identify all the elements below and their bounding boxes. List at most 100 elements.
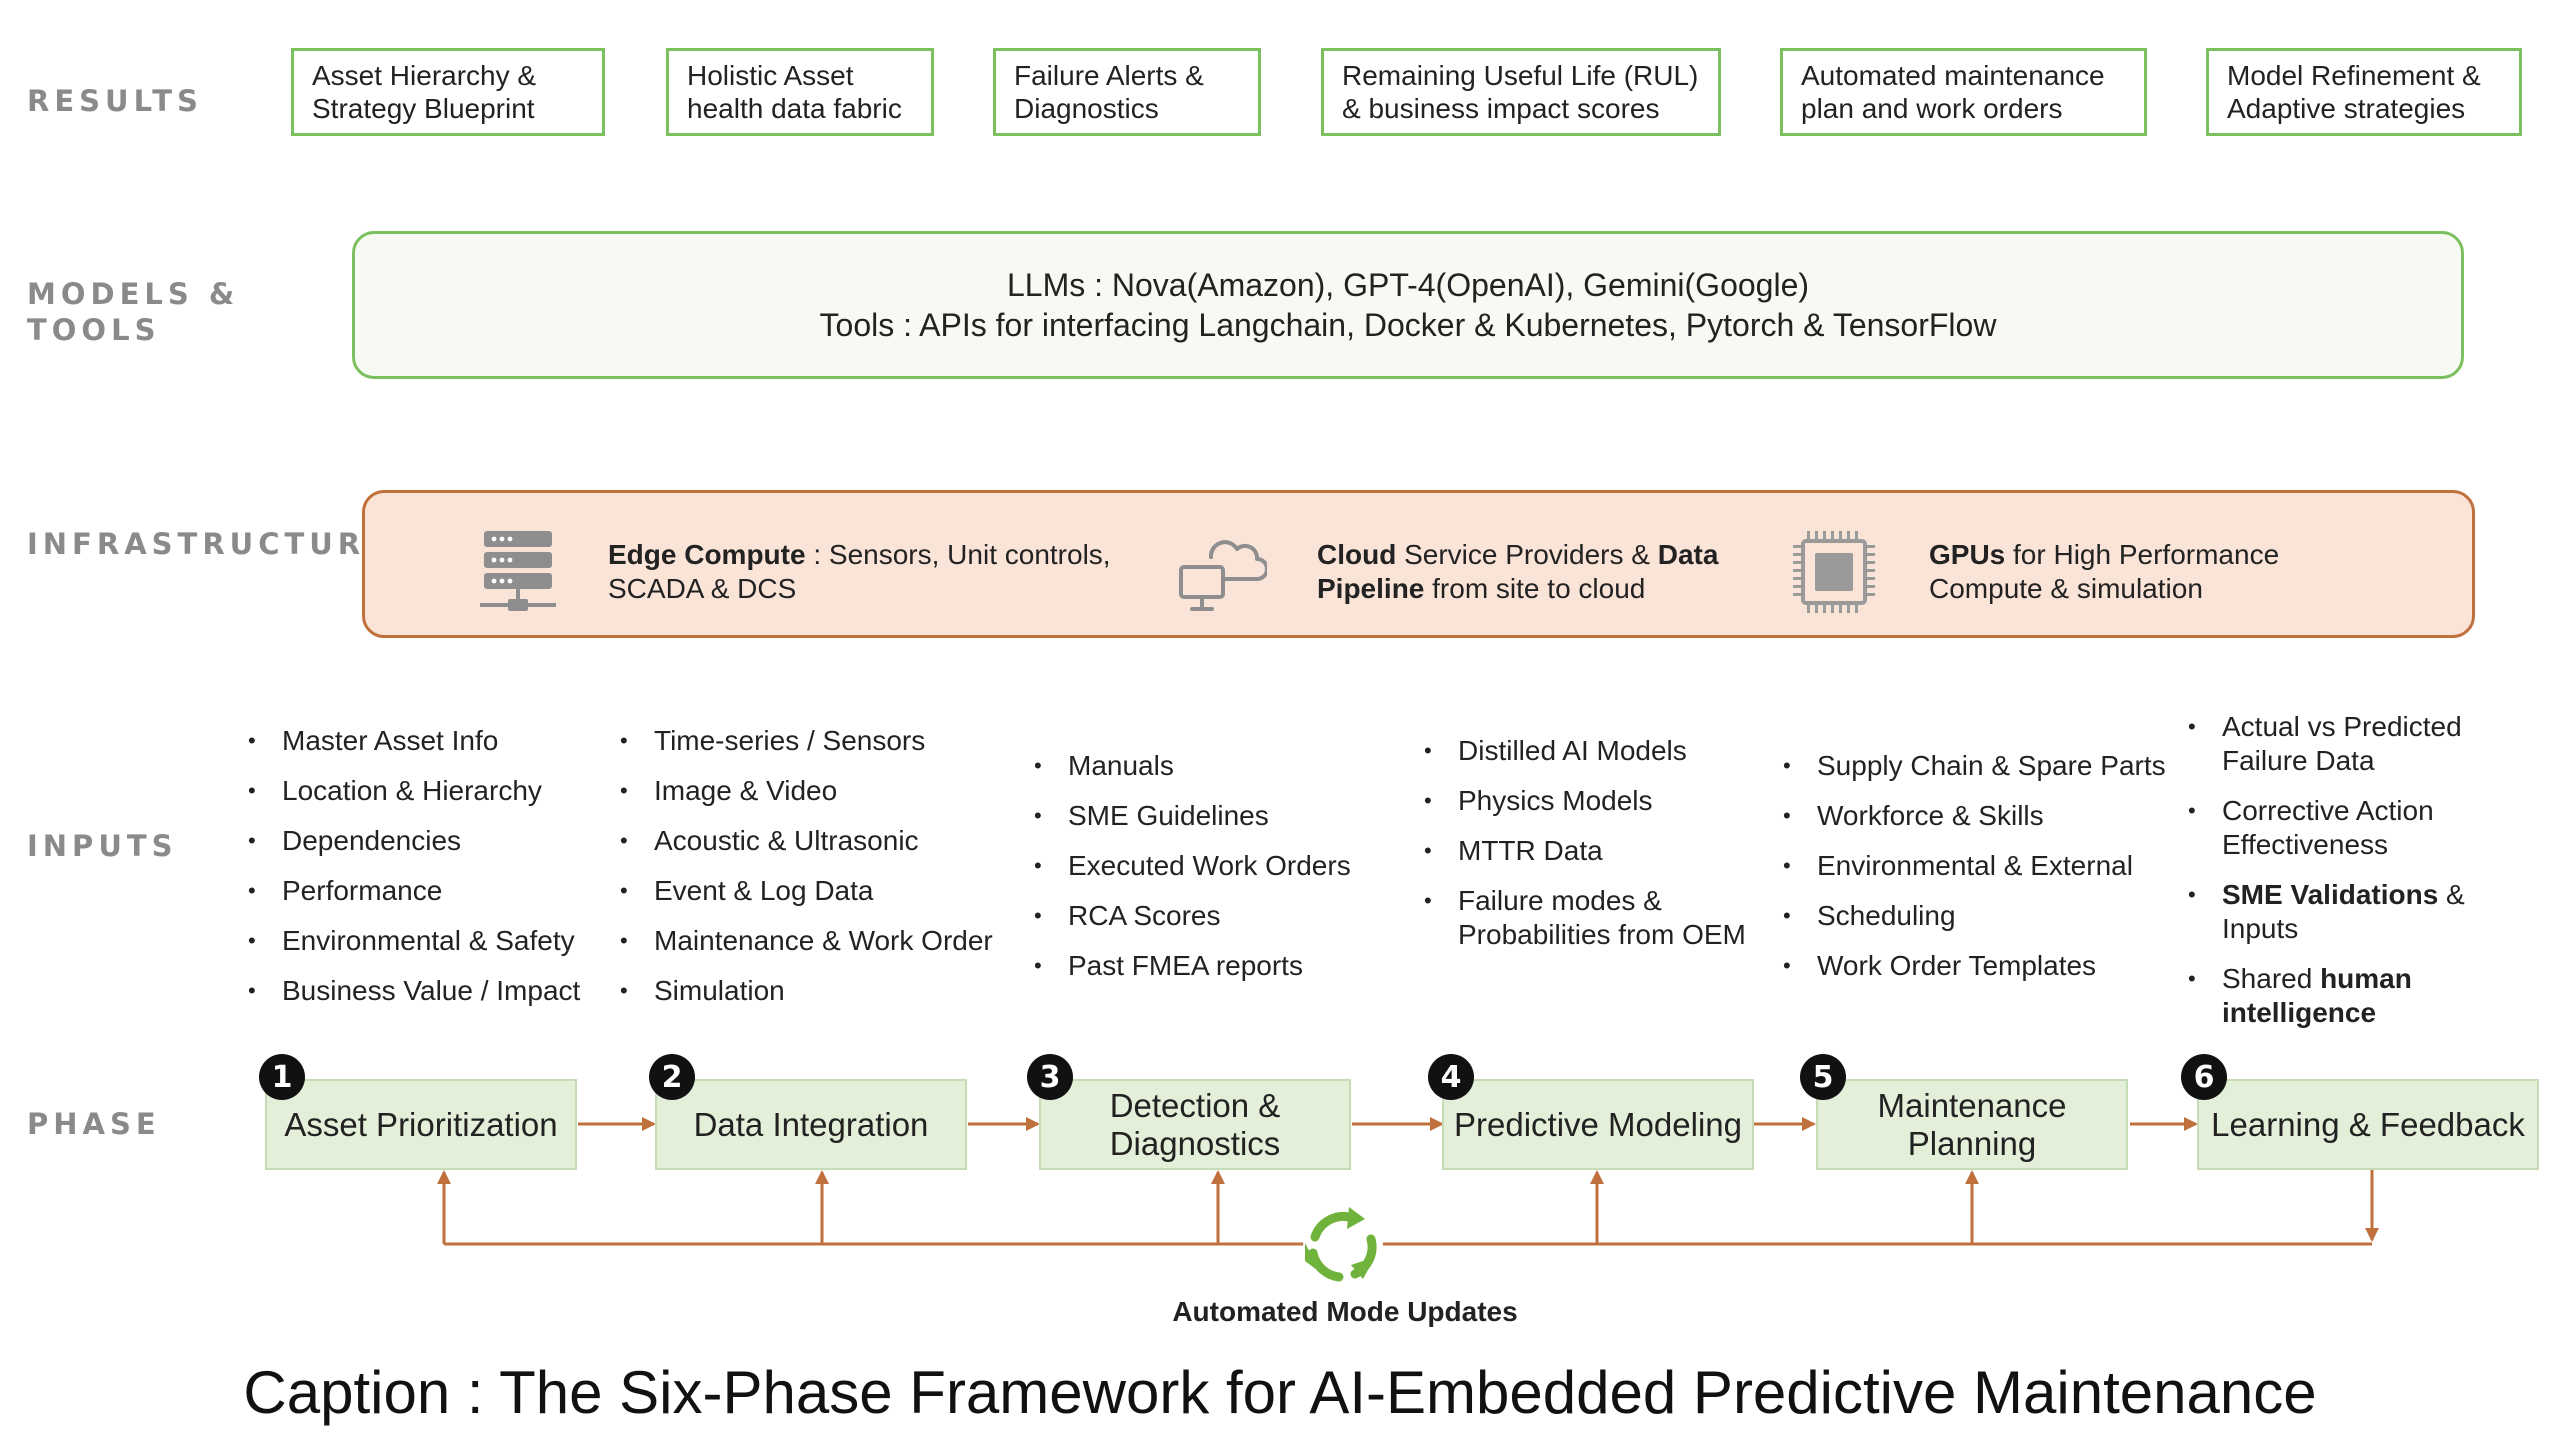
inputs-col-4: Distilled AI Models Physics Models MTTR … (1420, 734, 1750, 968)
result-box-4: Remaining Useful Life (RUL)& business im… (1321, 48, 1721, 136)
input-item: Image & Video (616, 774, 1036, 808)
input-item: Shared human intelligence (2184, 962, 2484, 1030)
phase-box-4: Predictive Modeling (1442, 1079, 1754, 1170)
result-line1: Model Refinement & (2227, 60, 2481, 91)
result-line1: Holistic Asset (687, 60, 854, 91)
row-label-models-line2: TOOLS (27, 313, 161, 347)
phase-number-badge: 4 (1428, 1054, 1474, 1100)
result-line2: plan and work orders (1801, 93, 2063, 124)
phase-box-3: Detection & Diagnostics (1039, 1079, 1351, 1170)
inputs-col-3: Manuals SME Guidelines Executed Work Ord… (1030, 749, 1390, 999)
phase-number-badge: 5 (1800, 1054, 1846, 1100)
input-item: Corrective Action Effectiveness (2184, 794, 2484, 862)
row-label-infrastructure: INFRASTRUCTURE (27, 527, 390, 561)
result-line1: Automated maintenance (1801, 60, 2105, 91)
infra-edge-bold: Edge Compute (608, 539, 806, 570)
result-box-6: Model Refinement &Adaptive strategies (2206, 48, 2522, 136)
infra-cloud-rest: from site to cloud (1424, 573, 1646, 604)
input-item: Environmental & External (1779, 849, 2199, 883)
row-label-results: RESULTS (27, 84, 203, 118)
input-item: Environmental & Safety (244, 924, 604, 958)
automated-updates-label: Automated Mode Updates (1172, 1296, 1518, 1327)
result-box-3: Failure Alerts &Diagnostics (993, 48, 1261, 136)
input-item-plain: Shared (2222, 963, 2321, 994)
result-line1: Remaining Useful Life (RUL) (1342, 60, 1699, 91)
infra-cloud-bold3: Pipeline (1317, 573, 1425, 604)
infra-gpu-bold: GPUs (1929, 539, 2006, 570)
phase-number-badge: 1 (259, 1054, 305, 1100)
result-line2: health data fabric (687, 93, 902, 124)
infra-cloud-bold2: Data (1657, 539, 1719, 570)
input-item: Location & Hierarchy (244, 774, 604, 808)
inputs-col-1: Master Asset Info Location & Hierarchy D… (244, 724, 604, 1024)
infra-edge-rest: : Sensors, Unit controls, (805, 539, 1111, 570)
infra-gpu-text: GPUs for High Performance Compute & simu… (1929, 538, 2279, 606)
inputs-col-2: Time-series / Sensors Image & Video Acou… (616, 724, 1036, 1024)
input-item-bold: SME Validations (2222, 879, 2439, 910)
models-tools-line: Tools : APIs for interfacing Langchain, … (819, 307, 1997, 343)
processor-chip-icon (1793, 531, 1875, 613)
input-item: Master Asset Info (244, 724, 604, 758)
phase-box-6: Learning & Feedback (2197, 1079, 2539, 1170)
input-item: Workforce & Skills (1779, 799, 2199, 833)
phase-number-badge: 2 (649, 1054, 695, 1100)
phase-arrows (437, 1117, 2379, 1246)
server-rack-icon (480, 531, 556, 611)
input-item: Performance (244, 874, 604, 908)
input-item: Event & Log Data (616, 874, 1036, 908)
result-line1: Failure Alerts & (1014, 60, 1204, 91)
phase-box-1: Asset Prioritization (265, 1079, 577, 1170)
infra-cloud: Cloud Service Providers & Data Pipeline … (1177, 527, 1718, 617)
infra-edge-text: Edge Compute : Sensors, Unit controls, S… (608, 538, 1111, 606)
infrastructure-box: Edge Compute : Sensors, Unit controls, S… (362, 490, 2475, 638)
row-label-phase: PHASE (27, 1107, 161, 1141)
infra-edge: Edge Compute : Sensors, Unit controls, S… (478, 527, 1111, 617)
input-item: Failure modes & Probabilities from OEM (1420, 884, 1750, 952)
input-item: Simulation (616, 974, 1036, 1008)
recycle-icon (1303, 1207, 1383, 1287)
cloud-computer-icon (1179, 540, 1267, 611)
input-item: Scheduling (1779, 899, 2199, 933)
result-line2: Strategy Blueprint (312, 93, 535, 124)
input-item: Time-series / Sensors (616, 724, 1036, 758)
input-item-rest: & Inputs (2222, 879, 2465, 944)
phase-box-5: Maintenance Planning (1816, 1079, 2128, 1170)
result-line1: Asset Hierarchy & (312, 60, 537, 91)
figure-caption: Caption : The Six-Phase Framework for AI… (243, 1359, 2317, 1426)
input-item: Acoustic & Ultrasonic (616, 824, 1036, 858)
input-item: Supply Chain & Spare Parts (1779, 749, 2199, 783)
input-item: Executed Work Orders (1030, 849, 1390, 883)
result-box-1: Asset Hierarchy &Strategy Blueprint (291, 48, 605, 136)
input-item: RCA Scores (1030, 899, 1390, 933)
infra-edge-line2: SCADA & DCS (608, 573, 797, 604)
phase-number-badge: 3 (1027, 1054, 1073, 1100)
input-item: Physics Models (1420, 784, 1750, 818)
input-item: Past FMEA reports (1030, 949, 1390, 983)
infra-gpu: GPUs for High Performance Compute & simu… (1789, 527, 2279, 617)
result-line2: Adaptive strategies (2227, 93, 2466, 124)
input-item: Actual vs Predicted Failure Data (2184, 710, 2484, 778)
input-item: SME Validations & Inputs (2184, 878, 2484, 946)
result-line2: Diagnostics (1014, 93, 1159, 124)
infra-gpu-line2: Compute & simulation (1929, 573, 2203, 604)
input-item: Manuals (1030, 749, 1390, 783)
phase-number-badge: 6 (2181, 1054, 2227, 1100)
inputs-col-6: Actual vs Predicted Failure Data Correct… (2184, 710, 2484, 1046)
models-llms-line: LLMs : Nova(Amazon), GPT-4(OpenAI), Gemi… (1006, 267, 1810, 303)
input-item: MTTR Data (1420, 834, 1750, 868)
infra-cloud-mid: Service Providers & (1396, 539, 1658, 570)
input-item: Maintenance & Work Order (616, 924, 1036, 958)
input-item: Work Order Templates (1779, 949, 2199, 983)
models-tools-box: LLMs : Nova(Amazon), GPT-4(OpenAI), Gemi… (352, 231, 2464, 379)
row-label-models-line1: MODELS & (27, 277, 240, 311)
input-item: SME Guidelines (1030, 799, 1390, 833)
input-item-bold: human intelligence (2222, 963, 2412, 1028)
inputs-col-5: Supply Chain & Spare Parts Workforce & S… (1779, 749, 2199, 999)
row-label-models: MODELS & TOOLS (27, 276, 239, 348)
phase-box-2: Data Integration (655, 1079, 967, 1170)
infra-gpu-rest: for High Performance (2005, 539, 2280, 570)
input-item: Distilled AI Models (1420, 734, 1750, 768)
